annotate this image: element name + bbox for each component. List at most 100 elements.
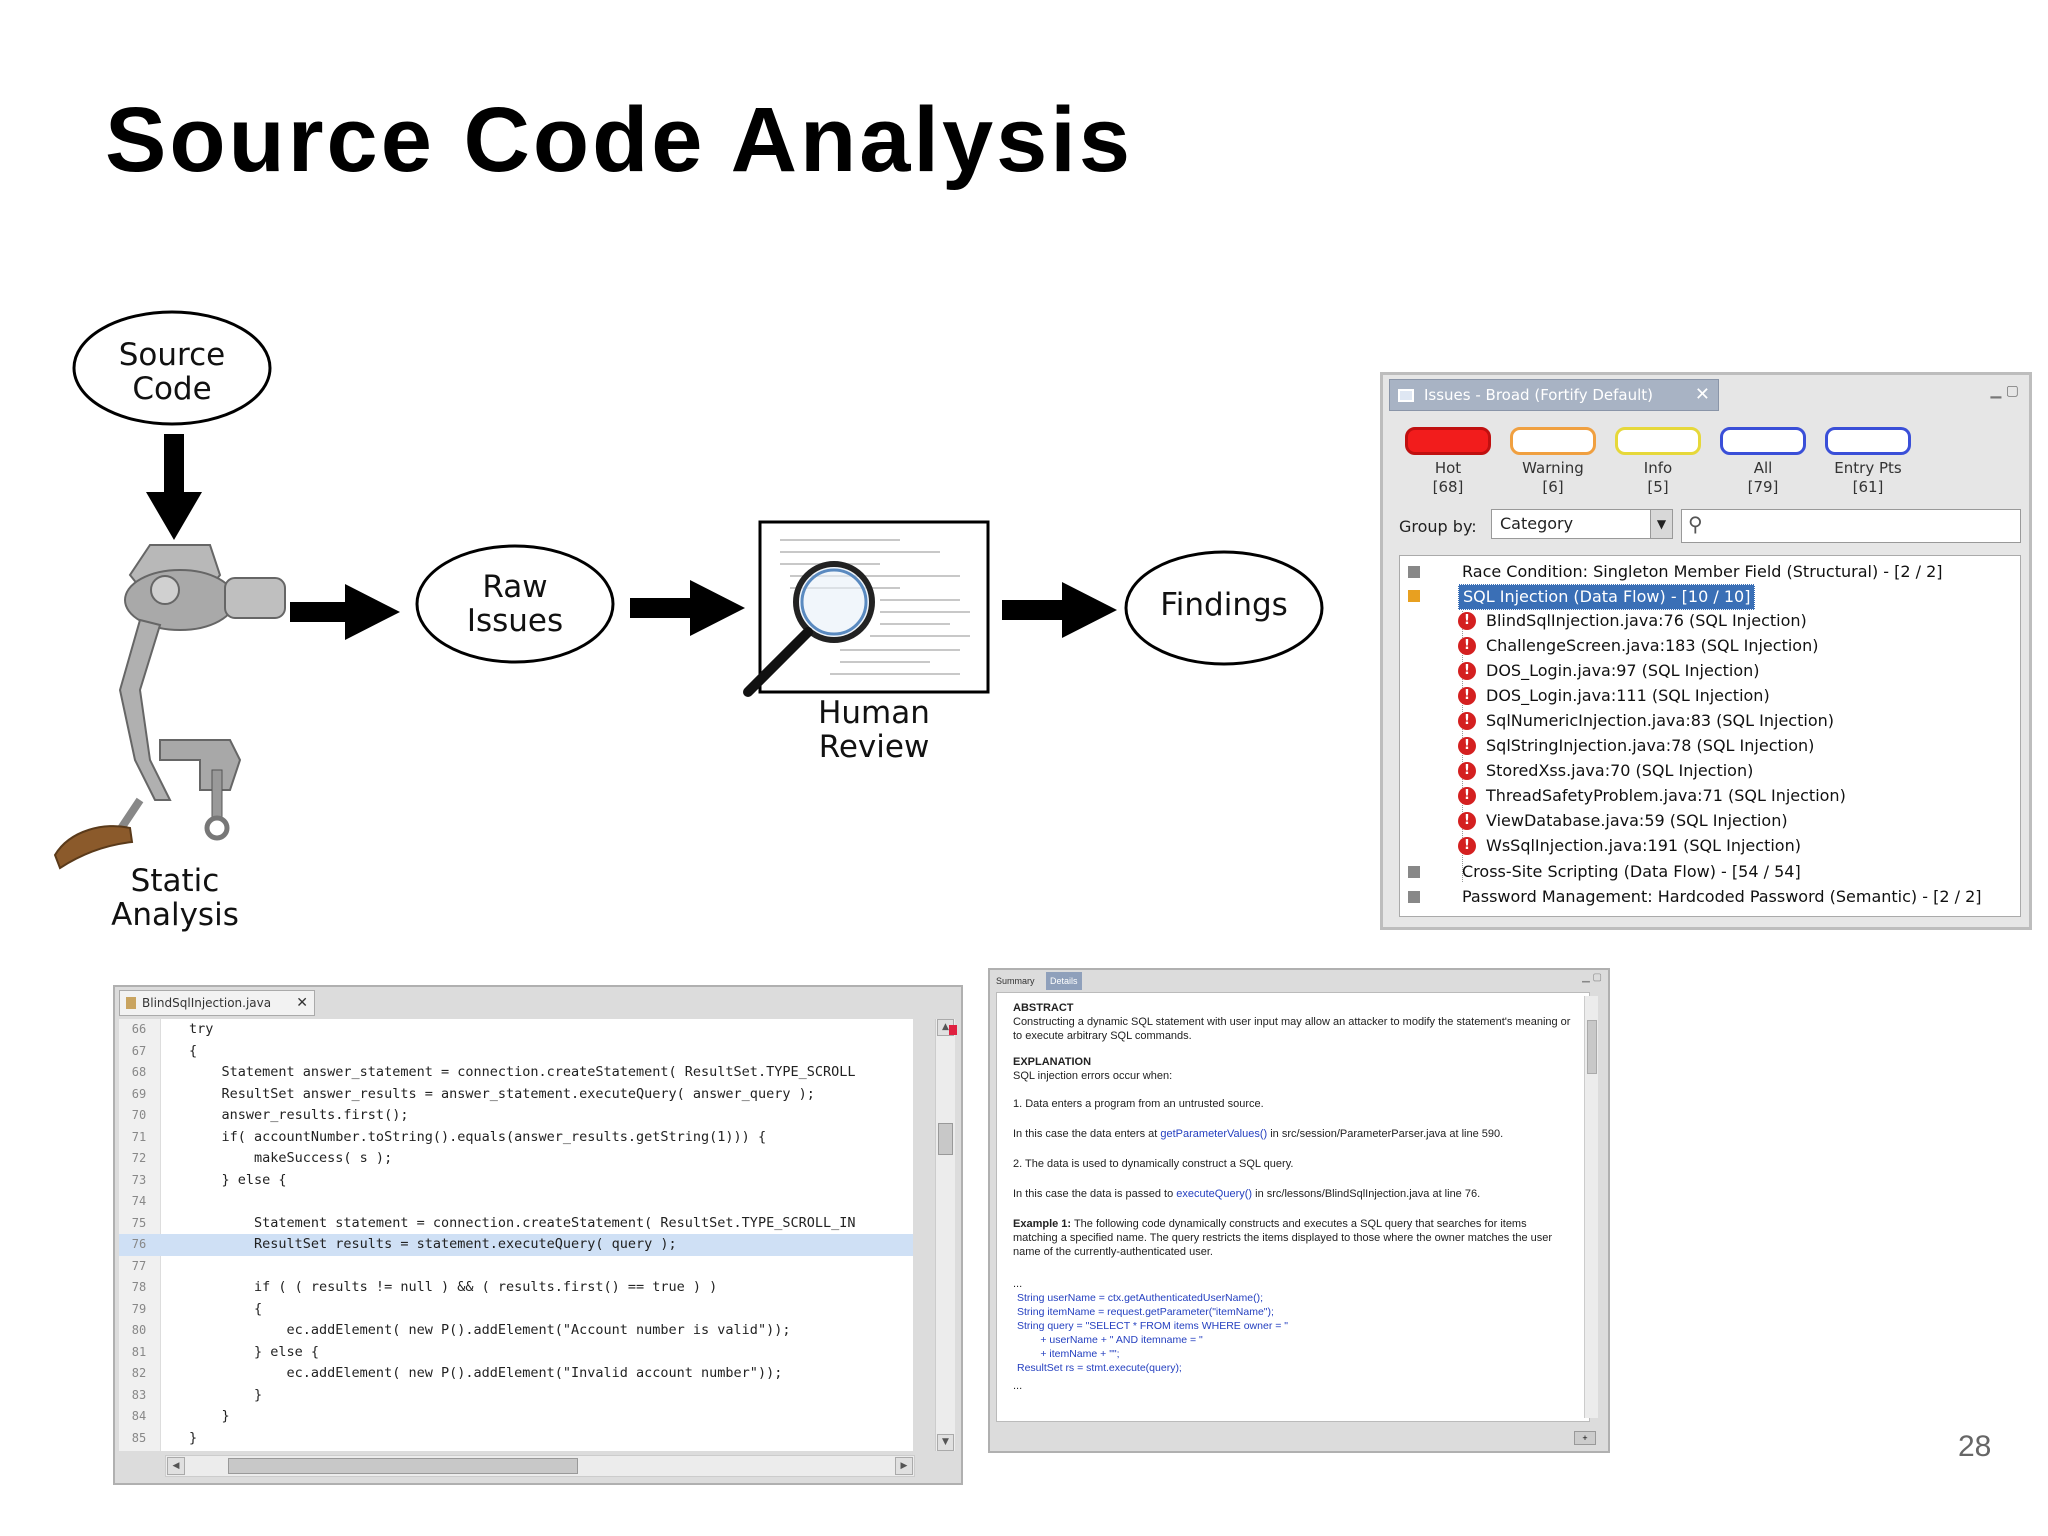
scroll-thumb[interactable] — [228, 1458, 578, 1474]
line-number: 72 — [131, 1151, 147, 1165]
raw-issues-label: Raw Issues — [435, 570, 595, 638]
tree-issue-label: DOS_Login.java:97 (SQL Injection) — [1486, 661, 1760, 680]
tree-issue-item[interactable]: ! WsSqlInjection.java:191 (SQL Injection… — [1400, 834, 2020, 858]
tab-details[interactable]: Details ✕ — [1046, 972, 1082, 1004]
filter-hot-pill[interactable] — [1405, 427, 1491, 455]
code-line: 70 answer_results.first(); — [119, 1105, 913, 1127]
filter-entry-pts-pill[interactable] — [1825, 427, 1911, 455]
tree-category-password[interactable]: Password Management: Hardcoded Password … — [1400, 885, 2020, 909]
scroll-thumb[interactable] — [938, 1123, 953, 1155]
line-number: 67 — [131, 1043, 147, 1058]
line-number: 73 — [131, 1172, 147, 1187]
group-by-select[interactable]: Category ▼ — [1491, 509, 1673, 539]
code-line: 82 ec.addElement( new P().addElement("In… — [119, 1363, 913, 1385]
editor-horizontal-scrollbar[interactable]: ◀ ▶ — [165, 1455, 915, 1477]
source-code-label-line2: Code — [132, 371, 212, 408]
arrow-to-findings-head — [1062, 582, 1117, 638]
human-review-label-line2: Review — [818, 729, 930, 766]
error-marker-icon[interactable] — [949, 1025, 957, 1035]
scroll-right-icon[interactable]: ▶ — [895, 1457, 913, 1475]
findings-label: Findings — [1160, 587, 1288, 623]
issues-tree: Race Condition: Singleton Member Field (… — [1399, 555, 2021, 917]
abstract-text: Constructing a dynamic SQL statement wit… — [1013, 1016, 1571, 1042]
tree-category-sql-injection[interactable]: SQL Injection (Data Flow) - [10 / 10] — [1400, 584, 2020, 610]
code-line: 78 if ( ( results != null ) && ( results… — [119, 1277, 913, 1299]
code-text: Statement answer_statement = connection.… — [189, 1064, 856, 1080]
chevron-down-icon[interactable]: ▼ — [1650, 510, 1672, 538]
filter-entry-pts[interactable]: Entry Pts [61] — [1823, 427, 1913, 497]
close-icon[interactable]: ✕ — [1694, 384, 1710, 405]
tree-issue-item[interactable]: ! BlindSqlInjection.java:76 (SQL Injecti… — [1400, 609, 2020, 633]
arrow-to-review-shaft — [630, 598, 690, 618]
get-parameter-values-link[interactable]: getParameterValues() — [1160, 1128, 1268, 1140]
filter-all[interactable]: All [79] — [1718, 427, 1808, 497]
filter-all-pill[interactable] — [1720, 427, 1806, 455]
code-text: makeSuccess( s ); — [189, 1150, 393, 1166]
tree-issue-item[interactable]: ! DOS_Login.java:97 (SQL Injection) — [1400, 659, 2020, 683]
scroll-down-icon[interactable]: ▼ — [937, 1434, 954, 1451]
filter-warning[interactable]: Warning [6] — [1508, 427, 1598, 497]
code-text: Statement statement = connection.createS… — [189, 1214, 856, 1231]
filter-info[interactable]: Info [5] — [1613, 427, 1703, 497]
magnifier-icon — [743, 561, 875, 697]
scroll-thumb[interactable] — [1587, 1020, 1597, 1074]
issues-panel: Issues - Broad (Fortify Default) ✕ ▁ ▢ H… — [1380, 372, 2032, 930]
filter-hot-label: Hot — [1434, 459, 1462, 477]
error-icon: ! — [1458, 662, 1476, 680]
step-2-case-post: in src/lessons/BlindSqlInjection.java at… — [1252, 1188, 1481, 1200]
line-number: 85 — [131, 1430, 147, 1445]
filter-warning-pill[interactable] — [1510, 427, 1596, 455]
arrow-to-raw-head — [345, 584, 400, 640]
line-number: 71 — [131, 1129, 147, 1144]
code-line-highlighted: 76 ResultSet results = statement.execute… — [119, 1234, 913, 1256]
page-number: 28 — [1958, 1430, 1992, 1463]
details-window-controls: ▁ ▢ — [1582, 972, 1602, 983]
scroll-left-icon[interactable]: ◀ — [167, 1457, 185, 1475]
tree-issue-label: SqlNumericInjection.java:83 (SQL Injecti… — [1486, 711, 1834, 730]
static-analysis-label-line1: Static — [130, 863, 220, 899]
tree-issue-item[interactable]: ! SqlNumericInjection.java:83 (SQL Injec… — [1400, 709, 2020, 733]
example-code-line: String userName = ctx.getAuthenticatedUs… — [1017, 1292, 1263, 1304]
error-icon: ! — [1458, 612, 1476, 630]
tab-summary[interactable]: Summary — [996, 976, 1035, 986]
code-text: answer_results.first(); — [189, 1107, 409, 1123]
step-2-case-pre: In this case the data is passed to — [1013, 1188, 1177, 1200]
details-body[interactable]: ABSTRACT Constructing a dynamic SQL stat… — [996, 992, 1590, 1422]
details-vertical-scrollbar[interactable] — [1584, 996, 1598, 1418]
tree-category-race-condition[interactable]: Race Condition: Singleton Member Field (… — [1400, 560, 2020, 584]
window-controls: ▁ ▢ — [1991, 383, 2019, 399]
issues-tab[interactable]: Issues - Broad (Fortify Default) ✕ — [1389, 379, 1719, 411]
minimize-icon[interactable]: ▁ — [1990, 383, 2002, 399]
editor-vertical-scrollbar[interactable]: ▲ ▼ — [935, 1019, 955, 1451]
source-code-label: Source Code — [92, 338, 252, 406]
tree-issue-item[interactable]: ! ThreadSafetyProblem.java:71 (SQL Injec… — [1400, 784, 2020, 808]
maximize-icon[interactable]: ▢ — [1592, 972, 1602, 983]
details-panel: Summary Details ✕ ▁ ▢ ABSTRACT Construct… — [988, 968, 1610, 1453]
line-number: 78 — [131, 1280, 147, 1294]
maximize-icon[interactable]: ▢ — [2005, 383, 2019, 399]
step-1-case: In this case the data enters at getParam… — [1013, 1127, 1573, 1141]
minimize-icon[interactable]: ▁ — [1582, 972, 1590, 983]
code-text: } else { — [189, 1343, 320, 1360]
code-line: 77 — [119, 1256, 913, 1278]
close-icon[interactable]: ✕ — [296, 995, 308, 1011]
details-resize-button[interactable]: + — [1574, 1431, 1596, 1445]
arrow-to-review-head — [690, 580, 745, 636]
tree-issue-item[interactable]: ! StoredXss.java:70 (SQL Injection) — [1400, 759, 2020, 783]
issues-search-input[interactable]: ⚲ — [1681, 509, 2021, 543]
editor-tab[interactable]: BlindSqlInjection.java ✕ — [119, 990, 315, 1016]
filter-info-pill[interactable] — [1615, 427, 1701, 455]
tree-issue-item[interactable]: ! SqlStringInjection.java:78 (SQL Inject… — [1400, 734, 2020, 758]
tree-issue-item[interactable]: ! ChallengeScreen.java:183 (SQL Injectio… — [1400, 634, 2020, 658]
findings-ellipse — [1124, 550, 1324, 666]
line-number: 68 — [131, 1065, 147, 1079]
tree-issue-label: SqlStringInjection.java:78 (SQL Injectio… — [1486, 736, 1815, 755]
tree-category-xss[interactable]: Cross-Site Scripting (Data Flow) - [54 /… — [1400, 860, 2020, 884]
human-review-label: Human Review — [794, 696, 954, 764]
execute-query-link[interactable]: executeQuery() — [1176, 1188, 1253, 1200]
tree-issue-item[interactable]: ! DOS_Login.java:111 (SQL Injection) — [1400, 684, 2020, 708]
filter-hot[interactable]: Hot [68] — [1403, 427, 1493, 497]
tree-issue-item[interactable]: ! ViewDatabase.java:59 (SQL Injection) — [1400, 809, 2020, 833]
error-icon: ! — [1458, 687, 1476, 705]
